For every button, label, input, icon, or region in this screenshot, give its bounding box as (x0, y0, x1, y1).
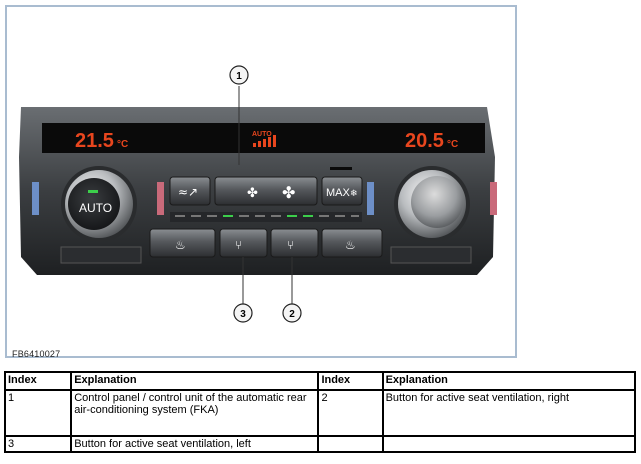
svg-text:3: 3 (240, 309, 246, 320)
callout-3: 3 (233, 303, 253, 323)
cell-explanation: Control panel / control unit of the auto… (70, 389, 320, 437)
seat-heating-left-button (149, 228, 216, 258)
cell-explanation: Button for active seat ventilation, left (70, 435, 320, 453)
cell-index (317, 435, 384, 453)
fan-level-icon (253, 135, 276, 147)
temp-left: 21.5 (75, 130, 114, 152)
cell-index: 2 (317, 389, 384, 437)
svg-text:MAX: MAX (326, 187, 351, 199)
left-temperature-knob: AUTO (32, 166, 164, 264)
svg-text:≈↗: ≈↗ (178, 185, 198, 199)
seat-ventilation-left-button (219, 228, 268, 258)
svg-text:✤: ✤ (247, 186, 258, 201)
svg-text:✤: ✤ (282, 183, 295, 202)
temp-right: 20.5 (405, 130, 444, 152)
header-explanation-a: Explanation (70, 371, 320, 391)
explanation-table: Index Explanation Index Explanation 1 Co… (3, 371, 637, 453)
svg-text:⑂: ⑂ (287, 238, 294, 252)
cell-index: 1 (3, 389, 73, 437)
svg-text:⑂: ⑂ (235, 238, 242, 252)
table-header-row: Index Explanation Index Explanation (3, 371, 637, 391)
indicator-dashes (175, 215, 359, 217)
header-index-a: Index (3, 371, 73, 391)
auto-button: AUTO (79, 201, 112, 215)
svg-text:♨: ♨ (175, 238, 186, 252)
control-panel-illustration: 21.5 °C 20.5 °C AUTO AUTO (19, 65, 497, 323)
cell-index: 3 (3, 435, 73, 453)
indicator-strip (170, 212, 362, 222)
callout-1: 1 (229, 65, 249, 85)
table-row: 1 Control panel / control unit of the au… (3, 389, 637, 437)
temp-right-unit: °C (447, 139, 458, 150)
svg-text:2: 2 (289, 309, 295, 320)
temp-left-unit: °C (117, 139, 128, 150)
max-button (321, 176, 363, 206)
figure-id-label: FB6410027 (12, 349, 61, 359)
right-temperature-knob (367, 166, 497, 264)
svg-text:❄: ❄ (350, 189, 358, 199)
auto-indicator: AUTO (252, 131, 272, 138)
figure-frame: 21.5 °C 20.5 °C AUTO AUTO (5, 5, 517, 359)
cell-explanation: Button for active seat ventilation, righ… (381, 389, 637, 437)
header-explanation-b: Explanation (381, 371, 637, 391)
fan-button (214, 176, 318, 206)
seat-heating-right-button (321, 228, 383, 258)
seat-ventilation-right-button (270, 228, 319, 258)
air-distribution-button (169, 176, 211, 206)
callout-2: 2 (282, 303, 302, 323)
table-row: 3 Button for active seat ventilation, le… (3, 435, 637, 453)
svg-text:♨: ♨ (345, 238, 356, 252)
header-index-b: Index (317, 371, 384, 391)
svg-text:1: 1 (236, 71, 242, 82)
cell-explanation (381, 435, 637, 453)
display-strip (42, 123, 485, 153)
